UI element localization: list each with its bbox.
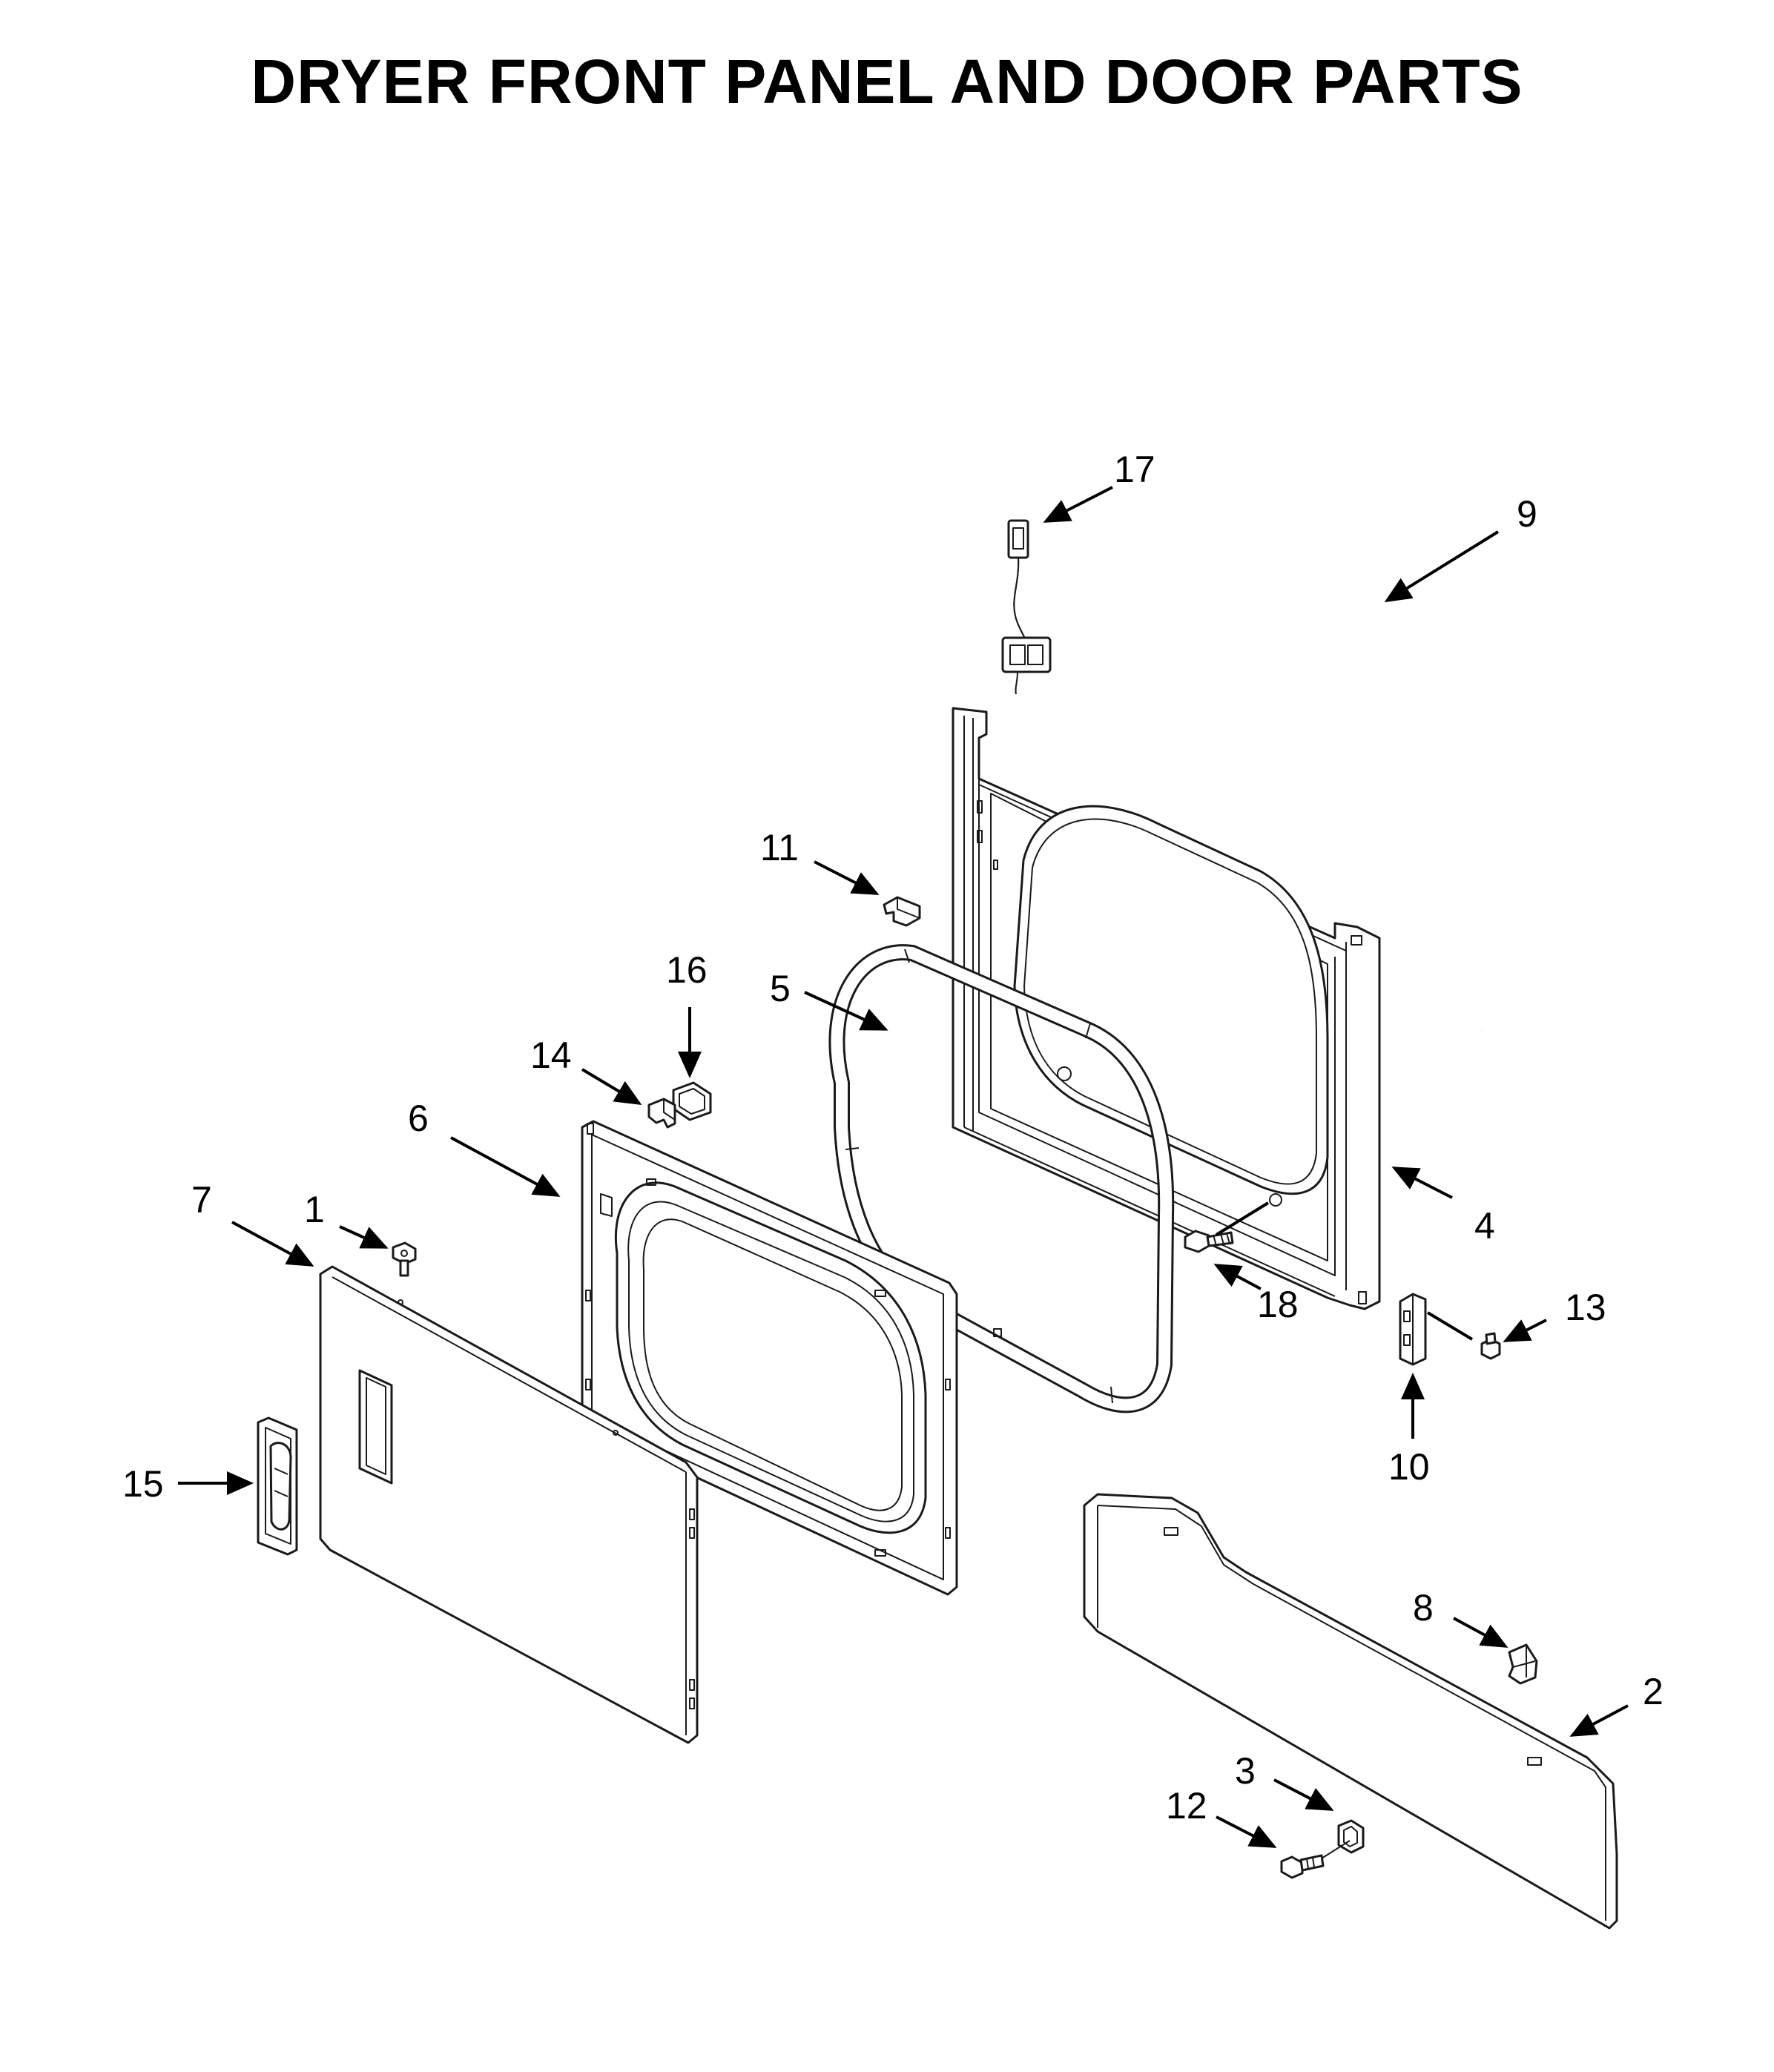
leader-11 <box>814 860 880 895</box>
callout-11: 11 <box>760 827 799 868</box>
leader-5 <box>804 991 888 1031</box>
callout-12: 12 <box>1166 1785 1207 1827</box>
part-8-bracket[interactable] <box>1508 1643 1538 1685</box>
part-2-toe-panel[interactable] <box>1083 1493 1618 1930</box>
part-1-screw[interactable] <box>392 1241 417 1277</box>
callout-7: 7 <box>191 1179 212 1221</box>
leader-1 <box>339 1225 389 1249</box>
leader-9 <box>1384 530 1500 603</box>
part-12-screw[interactable] <box>1280 1840 1351 1879</box>
callout-13: 13 <box>1565 1287 1606 1328</box>
part-14-catch[interactable] <box>647 1098 676 1129</box>
callout-3: 3 <box>1235 1750 1256 1792</box>
page-title: DRYER FRONT PANEL AND DOOR PARTS <box>251 47 1523 116</box>
part-3-clip[interactable] <box>1337 1819 1365 1854</box>
callout-10: 10 <box>1388 1446 1430 1488</box>
leader-13 <box>1503 1319 1547 1342</box>
callout-1: 1 <box>304 1189 325 1230</box>
part-11-clip[interactable] <box>883 896 921 927</box>
callout-15: 15 <box>122 1463 164 1505</box>
leader-12 <box>1216 1815 1277 1848</box>
callout-2: 2 <box>1643 1671 1663 1712</box>
callout-9: 9 <box>1517 493 1537 535</box>
leader-4 <box>1391 1167 1453 1199</box>
callout-18: 18 <box>1257 1284 1299 1325</box>
callout-16: 16 <box>666 949 708 991</box>
part-9-seal[interactable] <box>1089 521 1580 1041</box>
leader-8 <box>1453 1617 1508 1648</box>
callout-17: 17 <box>1114 449 1155 490</box>
leader-2 <box>1569 1704 1629 1737</box>
leader-6 <box>450 1136 561 1197</box>
leader-7 <box>231 1221 314 1267</box>
leader-10b <box>1426 1311 1474 1341</box>
part-18-screw[interactable] <box>1184 1230 1234 1253</box>
part-7-outer-door[interactable] <box>319 1265 699 1744</box>
part-15-handle[interactable] <box>257 1416 298 1556</box>
part-4-front-panel[interactable] <box>952 707 1381 1310</box>
leader-lines <box>178 486 1629 1848</box>
callout-8: 8 <box>1413 1587 1434 1629</box>
callout-6: 6 <box>408 1098 429 1139</box>
callout-5: 5 <box>770 968 791 1009</box>
part-16-strike[interactable] <box>672 1081 712 1121</box>
callout-4: 4 <box>1474 1205 1495 1247</box>
leader-3 <box>1273 1778 1334 1811</box>
part-6-inner-door[interactable] <box>581 1120 958 1596</box>
part-10-hinge[interactable] <box>1399 1293 1427 1366</box>
callout-14: 14 <box>530 1035 572 1076</box>
part-17-wire-harness[interactable] <box>1001 519 1052 695</box>
callout-labels: 17 9 11 16 5 14 6 7 1 15 4 18 13 10 8 2 … <box>122 449 1663 1827</box>
leader-14 <box>581 1068 642 1106</box>
part-13-screw[interactable] <box>1480 1332 1501 1360</box>
leader-18b <box>1215 1201 1270 1236</box>
leader-17 <box>1043 486 1113 523</box>
leader-18 <box>1213 1264 1262 1290</box>
